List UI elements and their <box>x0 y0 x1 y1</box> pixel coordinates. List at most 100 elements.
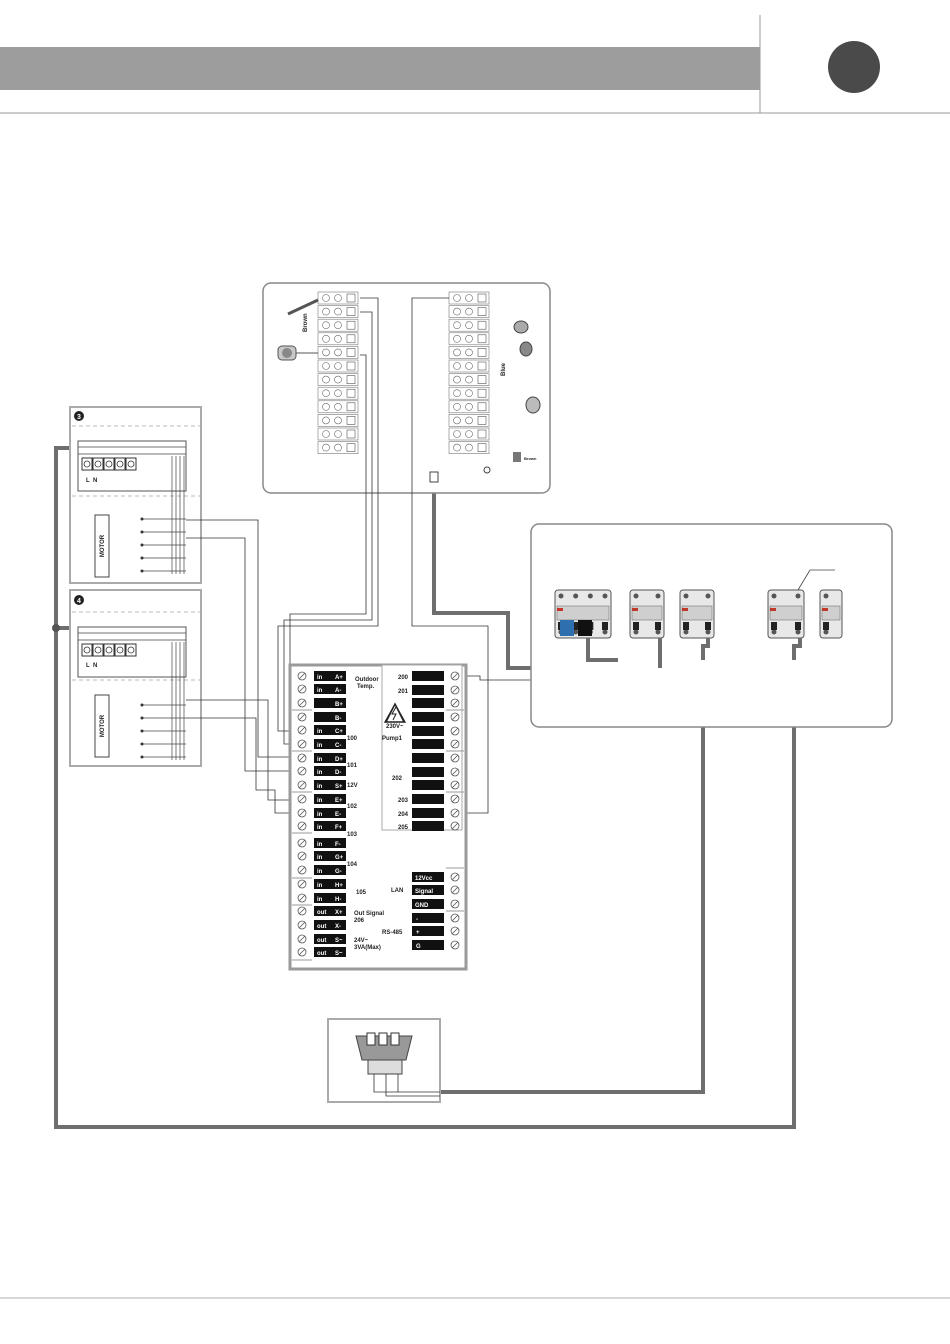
terminal-screw-icon <box>450 926 460 936</box>
controller-right-terminal <box>412 780 444 790</box>
rs485-label: RS-485 <box>382 930 403 936</box>
terminal-screw-icon <box>297 920 307 930</box>
zone-breaker-1 <box>629 589 665 639</box>
terminal-screw-icon <box>450 739 460 749</box>
main-rcd-breaker <box>554 589 618 662</box>
blue-wire-label: Blue <box>501 362 507 376</box>
pump1-label: Pump1 <box>382 736 403 742</box>
controller-right-terminal <box>412 712 444 722</box>
brown-wire-label: Brown <box>303 313 309 332</box>
sensor-terminal <box>317 318 359 332</box>
terminal-screw-icon <box>297 865 307 875</box>
controller-breaker <box>819 589 843 639</box>
terminal-screw-icon <box>450 685 460 695</box>
lan-terminal-label: Signal <box>415 889 433 895</box>
terminal-name-label: B+ <box>335 702 343 708</box>
sensor-terminal <box>317 332 359 346</box>
sensor-terminal <box>448 318 490 332</box>
group-12v-label: 12V <box>347 783 358 789</box>
sensor-terminal <box>448 332 490 346</box>
zone-4-motor-label: MOTOR <box>100 714 106 737</box>
terminal-screw-icon <box>297 851 307 861</box>
terminal-io-label: out <box>317 938 326 944</box>
terminal-screw-icon <box>297 671 307 681</box>
terminal-screw-icon <box>297 893 307 903</box>
terminal-io-label: in <box>317 784 323 790</box>
terminal-name-label: X+ <box>335 910 343 916</box>
terminal-io-label: out <box>317 910 326 916</box>
sensor-terminal <box>317 400 359 414</box>
terminal-screw-icon <box>450 753 460 763</box>
v24-label: 24V~ <box>354 938 369 944</box>
lan-label: LAN <box>391 888 403 894</box>
sensor-terminal <box>448 441 490 454</box>
group-101-label: 101 <box>347 763 358 769</box>
terminal-name-label: A- <box>335 688 341 694</box>
zone-terminal-block <box>103 643 115 657</box>
temp-label: Temp. <box>357 684 375 690</box>
zone-3-number: 3 <box>77 414 81 421</box>
zone-4-n-label: N <box>93 663 97 669</box>
sensor-terminal <box>448 359 490 373</box>
zone-terminal-block <box>81 457 93 471</box>
terminal-screw-icon <box>450 780 460 790</box>
controller-right-terminal: 203 <box>398 794 444 804</box>
terminal-screw-icon <box>297 821 307 831</box>
rs485-terminal: + <box>412 926 444 936</box>
terminal-screw-icon <box>297 780 307 790</box>
zone-3-n-label: N <box>93 478 97 484</box>
controller-right-labels: 230V~ Pump1 202 LAN RS-485 <box>382 702 407 936</box>
terminal-screw-icon <box>450 671 460 681</box>
cable-gland <box>429 471 439 483</box>
zone-4-l-label: L <box>86 663 90 669</box>
terminal-screw-icon <box>450 885 460 895</box>
sensor-terminal <box>317 291 359 305</box>
terminal-screw-icon <box>297 934 307 944</box>
terminal-screw-icon <box>450 913 460 923</box>
zone-terminal-block <box>114 643 126 657</box>
zone-3-motor-label: MOTOR <box>100 534 106 557</box>
right-terminal-number: 203 <box>398 798 409 804</box>
controller-right-terminal <box>412 726 444 736</box>
terminal-io-label: out <box>317 924 326 930</box>
group-105-label: 105 <box>356 890 367 896</box>
zone-3-l-label: L <box>86 478 90 484</box>
terminal-io-label: in <box>317 729 323 735</box>
controller-right-terminal <box>412 698 444 708</box>
sensor-terminal <box>448 346 490 359</box>
terminal-name-label: S~ <box>335 951 343 957</box>
circuit-breakers <box>554 569 843 668</box>
terminal-io-label: in <box>317 825 323 831</box>
lan-terminal: GND <box>412 899 444 909</box>
terminal-screw-icon <box>297 766 307 776</box>
terminal-io-label: in <box>317 757 323 763</box>
zone-terminal-block <box>125 457 137 471</box>
thin-wires <box>186 297 836 814</box>
group-104-label: 104 <box>347 862 358 868</box>
terminal-screw-icon <box>450 712 460 722</box>
controller-left-labels: Outdoor Temp. 100 101 12V 102 103 104 10… <box>347 677 384 951</box>
sensor-terminal <box>448 305 490 318</box>
controller-right-terminal: 201 <box>398 685 444 695</box>
terminal-screw-icon <box>450 872 460 882</box>
terminal-name-label: C- <box>335 743 341 749</box>
rs485-terminal: G <box>412 940 444 950</box>
terminal-name-label: D- <box>335 770 341 776</box>
sensor-terminal <box>317 414 359 427</box>
sensor-terminal <box>448 427 490 441</box>
right-terminal-number: 205 <box>398 825 409 831</box>
terminal-io-label: in <box>317 869 323 875</box>
lan-terminal-label: GND <box>415 903 429 909</box>
terminal-screw-icon <box>297 838 307 848</box>
